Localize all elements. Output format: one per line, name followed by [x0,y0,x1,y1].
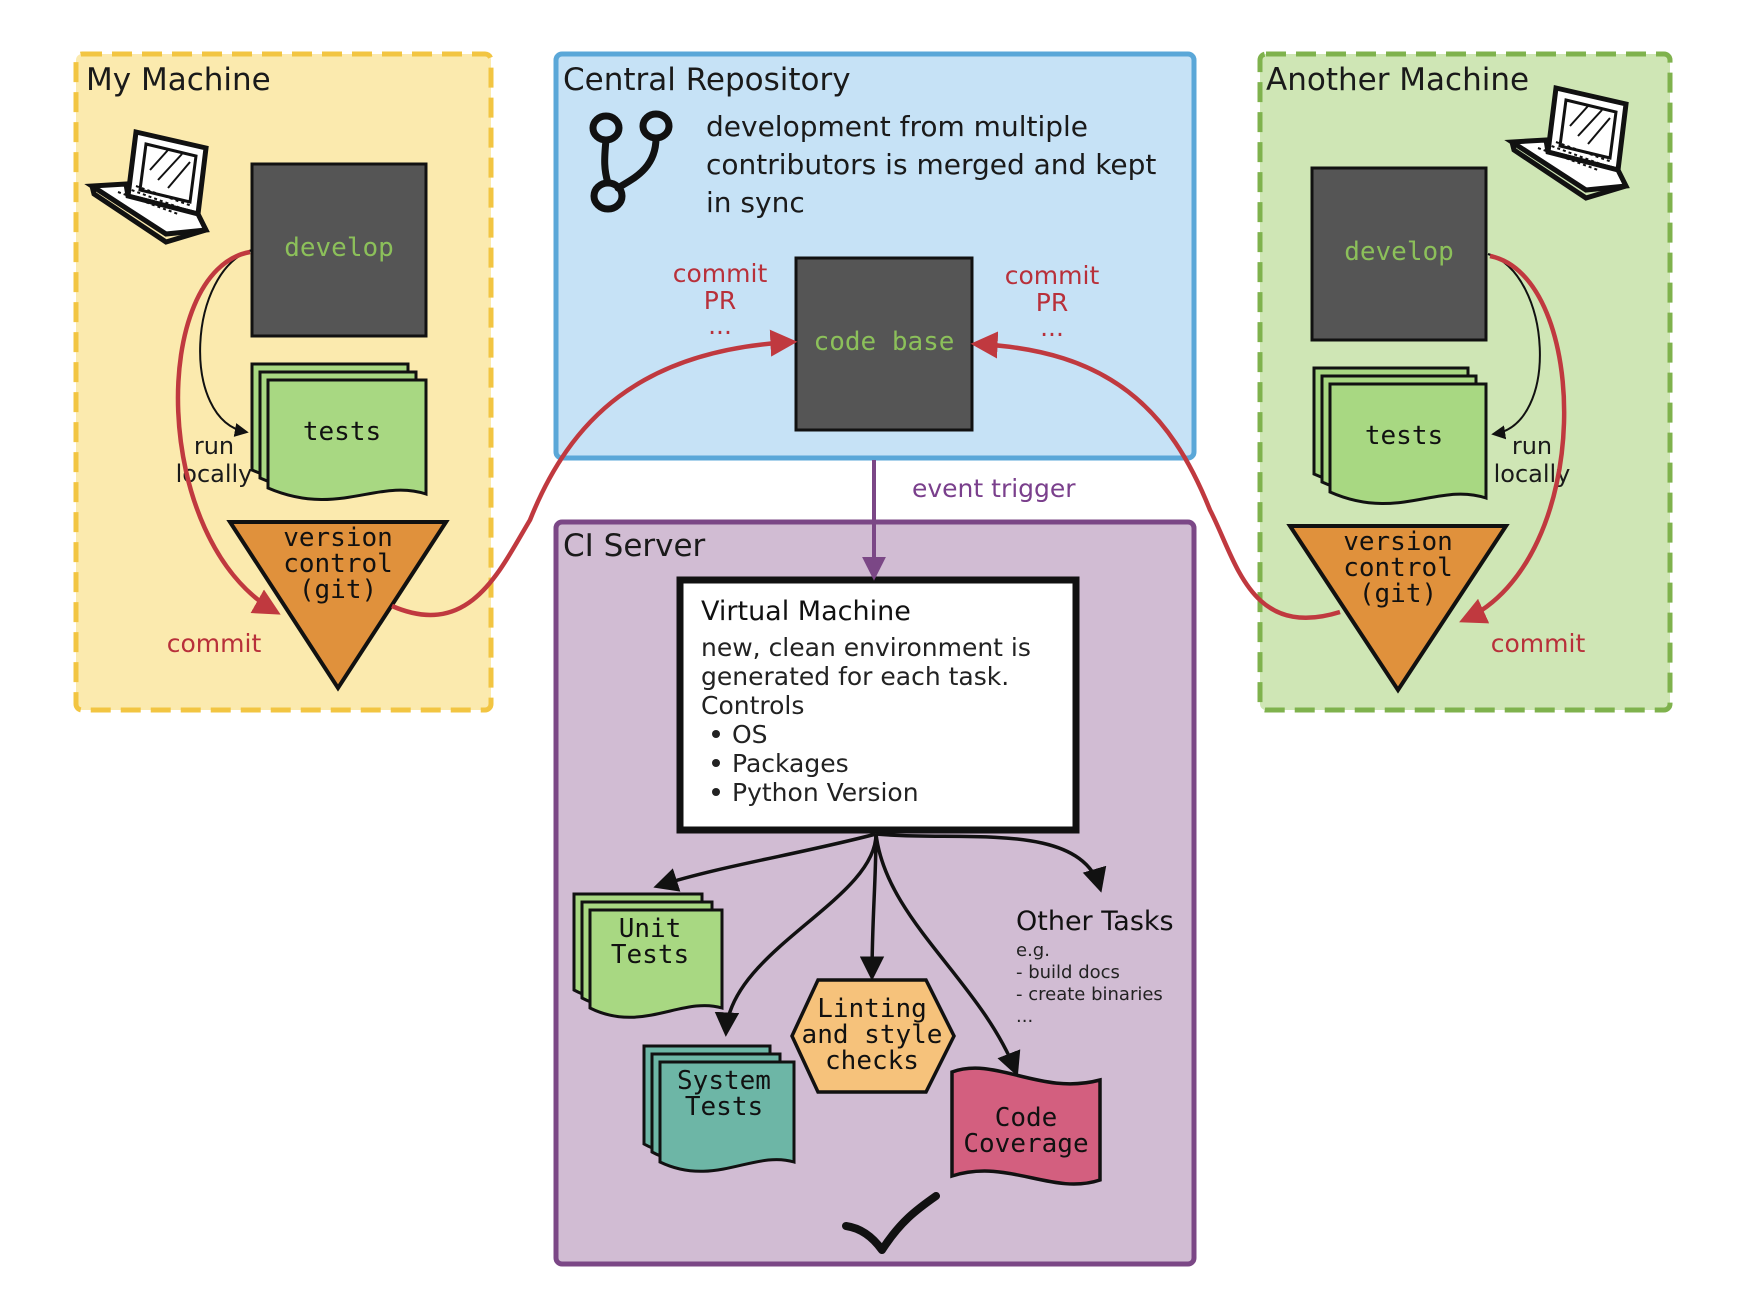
left-pr-label: PR [704,286,736,315]
another-develop-label: develop [1344,237,1454,267]
vm-task-arrows [653,832,1107,1077]
another-push-arrow [970,331,1341,620]
vm-box [676,576,1080,834]
another-run-label: run [1512,432,1552,460]
other-tasks-line-4: ... [1016,1006,1033,1027]
vm-bullet-1: OS [732,720,768,749]
vm-bullet-3: Python Version [732,778,919,807]
right-commit-label: commit [1005,261,1100,290]
event-trigger-label: event trigger [912,474,1076,503]
laptop-icon [84,128,210,245]
right-pr-label: PR [1036,288,1068,317]
git-branch-icon [589,110,673,213]
my-vcs-triangle [226,520,450,692]
system-tests-line-1: System [677,1066,771,1096]
my-machine-title: My Machine [86,62,271,98]
bullet-dot [712,759,720,767]
another-commit-arrow [1459,253,1567,624]
vm-bullet-2: Packages [732,749,849,778]
my-run-locally-arrow [199,249,253,437]
code-base-label: code base [814,327,955,357]
another-commit-label: commit [1491,629,1586,658]
my-tests-label: tests [303,417,381,447]
my-develop-box [250,162,428,338]
bullet-dot [712,730,720,738]
other-tasks-line-1: e.g. [1016,940,1050,961]
my-push-arrow [391,329,798,618]
left-commit-label: commit [673,259,768,288]
other-tasks-line-3: - create binaries [1016,984,1163,1005]
another-vcs-line-3: (git) [1359,579,1437,609]
another-run-locally-arrow [1487,253,1541,440]
laptop-icon [1504,84,1630,201]
linting-line-3: checks [825,1046,919,1076]
my-vcs-line-2: control [283,549,393,579]
ci-server-panel: CI Server Virtual Machine new, clean env… [553,519,1197,1267]
unit-tests-line-2: Tests [611,940,689,970]
vm-line-1: new, clean environment is [701,633,1031,662]
right-ellipsis-label: ... [1040,313,1064,342]
linting-line-2: and style [802,1020,943,1050]
code-coverage-line-1: Code [995,1103,1058,1133]
my-commit-arrow [175,249,281,615]
another-tests-label: tests [1365,421,1443,451]
system-tests-stack: System Tests [642,1044,796,1173]
central-desc-line-2: contributors is merged and kept [706,148,1156,181]
my-develop-label: develop [284,233,394,263]
my-run-label: run [194,432,234,460]
another-machine-panel: Another Machine develop tests version co… [1257,51,1673,713]
another-develop-box [1310,166,1488,342]
another-vcs-line-2: control [1343,553,1453,583]
vm-line-2: generated for each task. [701,662,1009,691]
another-vcs-triangle [1286,524,1510,694]
central-desc-line-3: in sync [706,186,805,219]
code-coverage-flag [950,1066,1102,1186]
my-machine-panel: My Machine develop tests version control… [73,51,494,713]
another-machine-title: Another Machine [1266,62,1529,98]
ci-server-title: CI Server [563,528,706,564]
code-coverage-line-2: Coverage [963,1129,1088,1159]
other-tasks-title: Other Tasks [1016,906,1174,937]
my-vcs-line-3: (git) [299,575,377,605]
my-vcs-line-1: version [283,523,393,553]
central-desc-line-1: development from multiple [706,110,1088,143]
bullet-dot [712,788,720,796]
central-repo-panel: Central Repository development from mult… [553,51,1197,461]
unit-tests-stack: Unit Tests [572,892,724,1019]
other-tasks-line-2: - build docs [1016,962,1120,983]
linting-line-1: Linting [817,994,927,1024]
unit-tests-line-1: Unit [619,914,682,944]
vm-line-3: Controls [701,691,804,720]
left-ellipsis-label: ... [708,311,732,340]
code-base-box [794,256,974,432]
another-tests-stack: tests [1312,366,1488,506]
my-tests-stack: tests [250,362,428,502]
another-vcs-line-1: version [1343,527,1453,557]
linting-hexagon [790,978,956,1094]
my-commit-label: commit [167,629,262,658]
check-mark-icon [842,1192,940,1254]
central-repo-title: Central Repository [563,62,851,98]
system-tests-line-2: Tests [685,1092,763,1122]
vm-title: Virtual Machine [701,596,911,627]
